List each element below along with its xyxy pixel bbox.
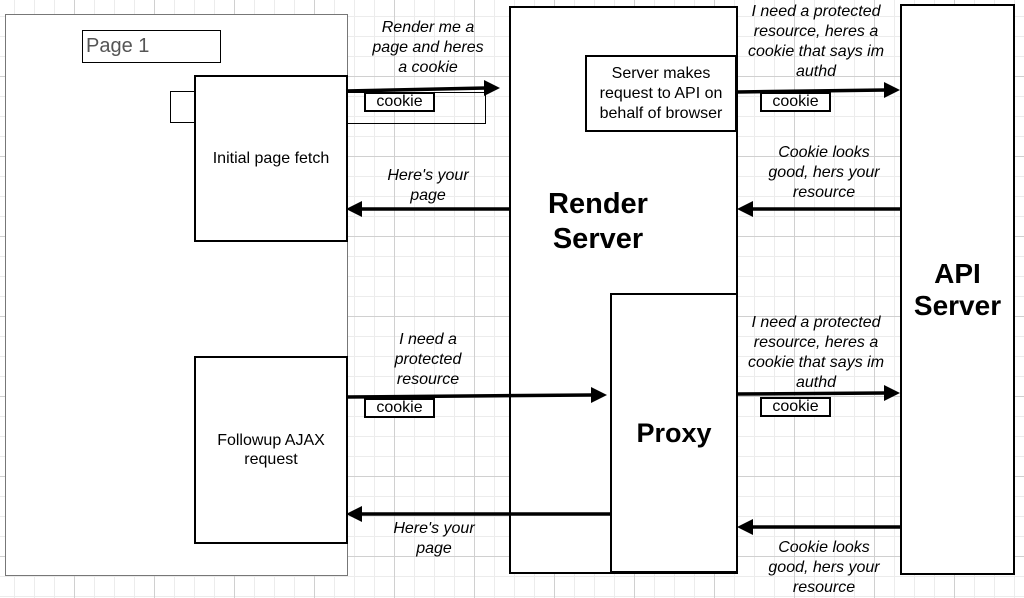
api-response-message-2: Cookie looks good, hers your resource	[748, 538, 900, 598]
proxy-label: Proxy	[636, 417, 712, 448]
api-request-note-box: Server makes request to API on behalf of…	[585, 55, 737, 132]
render-request-line2: page and heres	[372, 39, 484, 56]
page-response-2-line2: page	[416, 540, 452, 557]
api-response-2-line2: good, hers your	[768, 559, 880, 576]
api-request-2-line4: authd	[795, 374, 837, 391]
api-request-2-line3: cookie that says im	[747, 354, 885, 371]
api-response-1-line1: Cookie looks	[778, 144, 870, 161]
render-request-arrow	[345, 86, 487, 93]
ajax-request-line1: I need a	[399, 331, 457, 348]
cookie-label-3: cookie	[364, 398, 435, 418]
api-server-box: API Server	[900, 4, 1015, 575]
page-response-1-line1: Here's your	[387, 167, 469, 184]
render-request-message: Render me a page and heres a cookie	[356, 18, 500, 78]
api-request-arrow-2	[736, 391, 887, 396]
render-server-label-line2: Server	[552, 223, 644, 255]
api-request-message-2: I need a protected resource, heres a coo…	[738, 313, 894, 393]
render-request-arrowhead	[484, 80, 500, 96]
proxy-box: Proxy	[610, 293, 738, 573]
api-response-1-line3: resource	[792, 184, 856, 201]
page-response-message-1: Here's your page	[370, 166, 486, 206]
cookie-label-2: cookie	[760, 92, 831, 112]
page-response-2-line1: Here's your	[393, 520, 475, 537]
api-response-2-line3: resource	[792, 579, 856, 596]
page-response-1-line2: page	[410, 187, 446, 204]
render-server-label: Render Server	[509, 187, 687, 257]
api-request-1-line4: authd	[795, 63, 837, 80]
api-response-arrowhead-1	[737, 201, 753, 217]
render-request-line1: Render me a	[381, 19, 475, 36]
api-request-1-line2: resource, heres a	[753, 23, 879, 40]
api-request-message-1: I need a protected resource, heres a coo…	[738, 2, 894, 82]
ajax-request-message: I need a protected resource	[370, 330, 486, 390]
ajax-request-line2: protected	[394, 351, 462, 368]
api-response-message-1: Cookie looks good, hers your resource	[748, 143, 900, 203]
page-response-message-2: Here's your page	[376, 519, 492, 559]
api-request-note-line2: request to API on	[599, 84, 723, 102]
initial-page-fetch-box: Initial page fetch	[194, 75, 348, 242]
cookie-label-1: cookie	[364, 92, 435, 112]
page-response-arrowhead-2	[346, 506, 362, 522]
ajax-request-line3: resource	[396, 371, 460, 388]
api-request-arrowhead-1	[884, 82, 900, 98]
api-response-1-line2: good, hers your	[768, 164, 880, 181]
ajax-request-arrow	[345, 393, 593, 399]
api-request-arrowhead-2	[884, 385, 900, 401]
api-request-1-line1: I need a protected	[751, 3, 881, 20]
followup-ajax-box: Followup AJAX request	[194, 356, 348, 544]
cookie-label-4: cookie	[760, 397, 831, 417]
api-server-label-line1: API	[934, 257, 981, 289]
ajax-request-arrowhead	[591, 387, 607, 403]
initial-page-fetch-label: Initial page fetch	[212, 150, 330, 167]
api-request-arrow-1	[736, 88, 887, 94]
api-request-2-line1: I need a protected	[751, 314, 881, 331]
api-request-note-line3: behalf of browser	[599, 104, 723, 122]
api-request-2-line2: resource, heres a	[753, 334, 879, 351]
page-response-arrowhead-1	[346, 201, 362, 217]
api-response-arrowhead-2	[737, 519, 753, 535]
api-request-1-line3: cookie that says im	[747, 43, 885, 60]
api-server-label-line2: Server	[913, 289, 1002, 321]
followup-ajax-label-line1: Followup AJAX	[217, 432, 325, 449]
api-request-note-line1: Server makes	[611, 64, 711, 82]
render-request-line3: a cookie	[398, 59, 458, 76]
followup-ajax-label-line2: request	[244, 451, 298, 468]
page-title: Page 1	[82, 30, 221, 63]
api-response-2-line1: Cookie looks	[778, 539, 870, 556]
render-server-label-line1: Render	[548, 188, 648, 220]
